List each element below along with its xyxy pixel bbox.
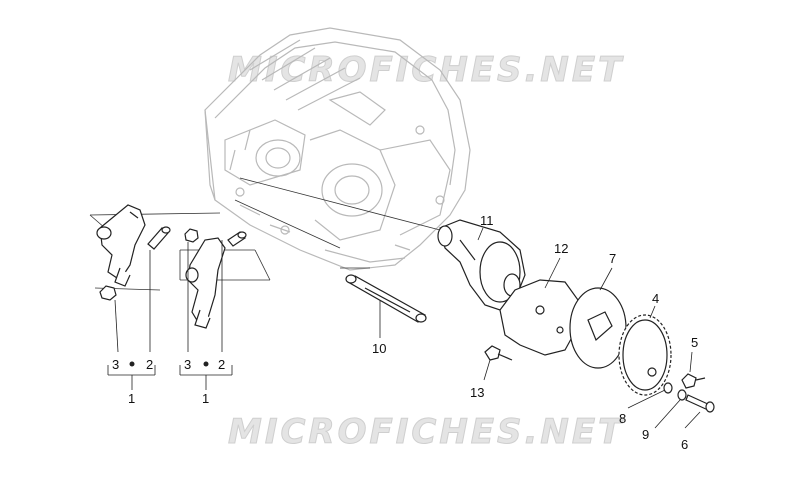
adjuster-screw-left: [147, 226, 171, 250]
group-dot-left: [129, 361, 135, 367]
lock-nut-right: [184, 228, 199, 243]
watermark-top: MICROFICHES.NET: [227, 50, 625, 91]
washer-9: [677, 389, 687, 401]
bolt-5: [681, 373, 706, 389]
rocker-arm-left: [96, 204, 146, 287]
callout-10: 10: [372, 341, 387, 356]
lock-nut-left: [99, 285, 117, 301]
callout-9: 9: [642, 427, 650, 442]
bolt-13: [484, 345, 513, 361]
watermark-bottom: MICROFICHES.NET: [227, 412, 625, 453]
callout-6: 6: [681, 437, 689, 452]
callout-3-right: 3: [184, 357, 192, 372]
assembly-guide-lines: [89, 177, 441, 291]
timing-sprocket: [618, 314, 672, 396]
spring-plate: [569, 287, 627, 369]
callout-2-right: 2: [218, 357, 226, 372]
cylinder-head: [204, 27, 471, 271]
washer-8: [663, 382, 673, 394]
leader-lines: [107, 227, 701, 429]
callout-5: 5: [691, 335, 699, 350]
rocker-arm-right: [185, 237, 226, 329]
callout-13: 13: [470, 385, 485, 400]
adjuster-screw-right: [227, 231, 247, 247]
callout-1-left: 1: [128, 391, 136, 406]
callout-2-left: 2: [146, 357, 154, 372]
callout-4: 4: [652, 291, 660, 306]
bolt-6: [685, 394, 715, 413]
callout-3-left: 3: [112, 357, 120, 372]
callout-8: 8: [619, 411, 627, 426]
callout-1-right: 1: [202, 391, 210, 406]
rocker-shaft: [345, 274, 427, 323]
callout-11: 11: [480, 213, 494, 228]
group-dot-right: [203, 361, 209, 367]
callout-7: 7: [609, 251, 617, 266]
callout-12: 12: [554, 241, 569, 256]
